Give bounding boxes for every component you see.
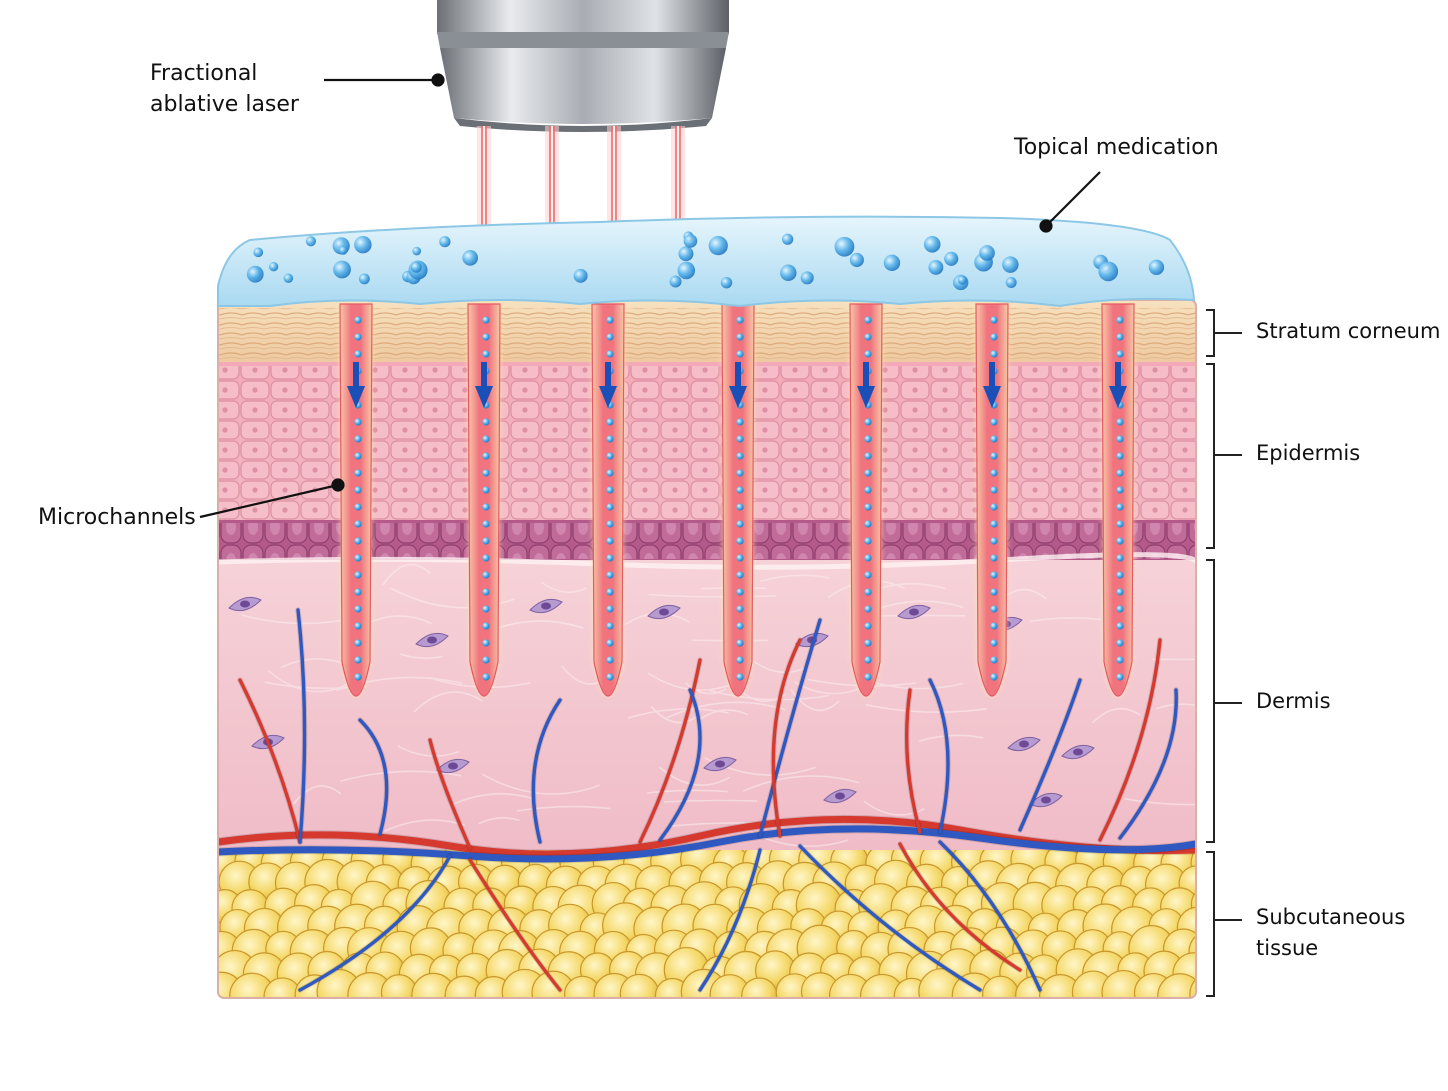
subcutaneous-label-line1: Subcutaneous	[1256, 905, 1406, 929]
topical-medication-gel	[217, 215, 1196, 308]
microchannel-3	[591, 303, 625, 697]
laser-label-line2: ablative laser	[150, 92, 299, 117]
subcutaneous-label-line2: tissue	[1256, 936, 1319, 960]
laser-label: Fractional ablative laser	[150, 58, 299, 120]
laser-handpiece-icon	[437, 0, 729, 132]
microchannel-7	[1101, 303, 1135, 697]
laser-label-line1: Fractional	[150, 61, 258, 86]
stratum-corneum-label: Stratum corneum	[1256, 319, 1441, 343]
microchannels-group	[339, 303, 1135, 697]
channel-arrow-icon	[347, 362, 365, 408]
microchannels-label: Microchannels	[38, 505, 196, 530]
layer-brackets	[1206, 309, 1242, 997]
subcutaneous-tissue-label: Subcutaneous tissue	[1256, 902, 1405, 964]
microchannel-6	[975, 303, 1009, 697]
channel-arrow-icon	[729, 362, 747, 408]
topical-medication-label: Topical medication	[1014, 135, 1219, 160]
channel-arrow-icon	[475, 362, 493, 408]
channel-arrow-icon	[983, 362, 1001, 408]
dermis-label: Dermis	[1256, 689, 1331, 713]
channel-arrow-icon	[1109, 362, 1127, 408]
channel-arrow-icon	[599, 362, 617, 408]
epidermis-label: Epidermis	[1256, 441, 1361, 465]
microchannel-2	[467, 303, 501, 697]
microchannel-5	[849, 303, 883, 697]
leader-lines	[199, 73, 1101, 519]
microchannel-1	[339, 303, 373, 697]
microchannel-4	[721, 303, 755, 697]
channel-arrow-icon	[857, 362, 875, 408]
